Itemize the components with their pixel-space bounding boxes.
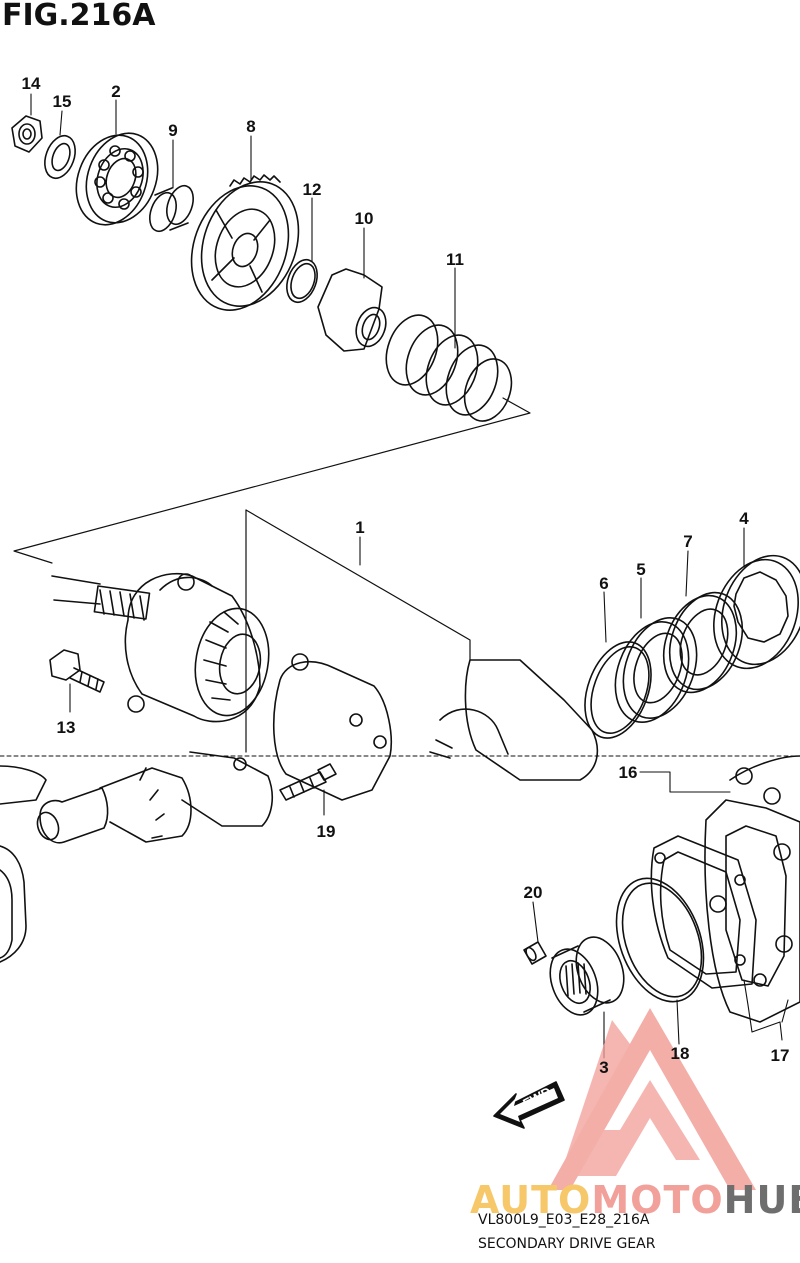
leader-lines xyxy=(31,94,788,1058)
callout-19: 19 xyxy=(316,822,336,841)
drive-gear-assembly-1 xyxy=(52,574,277,722)
callout-20: 20 xyxy=(523,883,543,902)
watermark-part-auto: AUTO xyxy=(470,1178,592,1222)
bearing-2 xyxy=(64,123,169,235)
callout-18: 18 xyxy=(670,1044,690,1063)
callout-9: 9 xyxy=(168,121,178,140)
cam-10 xyxy=(318,269,391,351)
gasket-lower-right xyxy=(651,836,756,988)
cover-17 xyxy=(705,800,800,1022)
caption-code: VL800L9_E03_E28_216A xyxy=(478,1212,650,1228)
dowel-pin-20 xyxy=(524,942,546,964)
gasket-left-partial xyxy=(0,766,46,962)
callout-1: 1 xyxy=(355,518,365,537)
figure-title: FIG.216A xyxy=(2,0,156,33)
watermark-part-moto: MOTO xyxy=(591,1178,724,1222)
watermark-part-hub: HUB xyxy=(723,1178,800,1222)
o-ring-18 xyxy=(601,866,720,1014)
callout-14: 14 xyxy=(21,74,41,93)
automotohub-logo-icon xyxy=(548,1008,756,1190)
bolt-13 xyxy=(50,650,104,692)
oil-seal-7 xyxy=(651,582,755,702)
needle-bearing-3 xyxy=(542,931,633,1022)
callout-6: 6 xyxy=(599,574,609,593)
stud-bolt-19 xyxy=(280,764,336,800)
circlip-12 xyxy=(281,256,322,307)
washer-15 xyxy=(39,132,80,183)
watermark-automotohub: AUTOMOTOHUB xyxy=(470,1178,800,1222)
nut-14 xyxy=(12,116,42,152)
assembly-outline-lines xyxy=(14,398,530,752)
callout-11: 11 xyxy=(446,250,464,269)
callout-4: 4 xyxy=(739,509,749,528)
gear-housing-center xyxy=(430,660,597,780)
shim-5 xyxy=(602,608,709,733)
o-ring-6 xyxy=(573,633,664,747)
callout-8: 8 xyxy=(246,117,256,136)
pinion-shaft-lower xyxy=(34,752,272,843)
callout-5: 5 xyxy=(636,560,646,579)
callout-16: 16 xyxy=(618,763,638,782)
callout-12: 12 xyxy=(302,180,322,199)
callout-7: 7 xyxy=(683,532,693,551)
callout-15: 15 xyxy=(52,92,72,111)
callout-17: 17 xyxy=(770,1046,790,1065)
collar-9 xyxy=(145,182,198,235)
callout-10: 10 xyxy=(354,209,374,228)
callout-13: 13 xyxy=(56,718,76,737)
gasket-upper xyxy=(274,654,391,800)
fwd-arrow-icon xyxy=(494,1082,564,1128)
nut-ring-4 xyxy=(699,544,800,681)
spring-11 xyxy=(377,308,519,428)
callout-3: 3 xyxy=(599,1058,609,1077)
caption-name: SECONDARY DRIVE GEAR xyxy=(478,1236,656,1252)
gear-8 xyxy=(175,168,315,324)
gasket-16-partial xyxy=(730,756,800,804)
callout-2: 2 xyxy=(111,82,121,101)
